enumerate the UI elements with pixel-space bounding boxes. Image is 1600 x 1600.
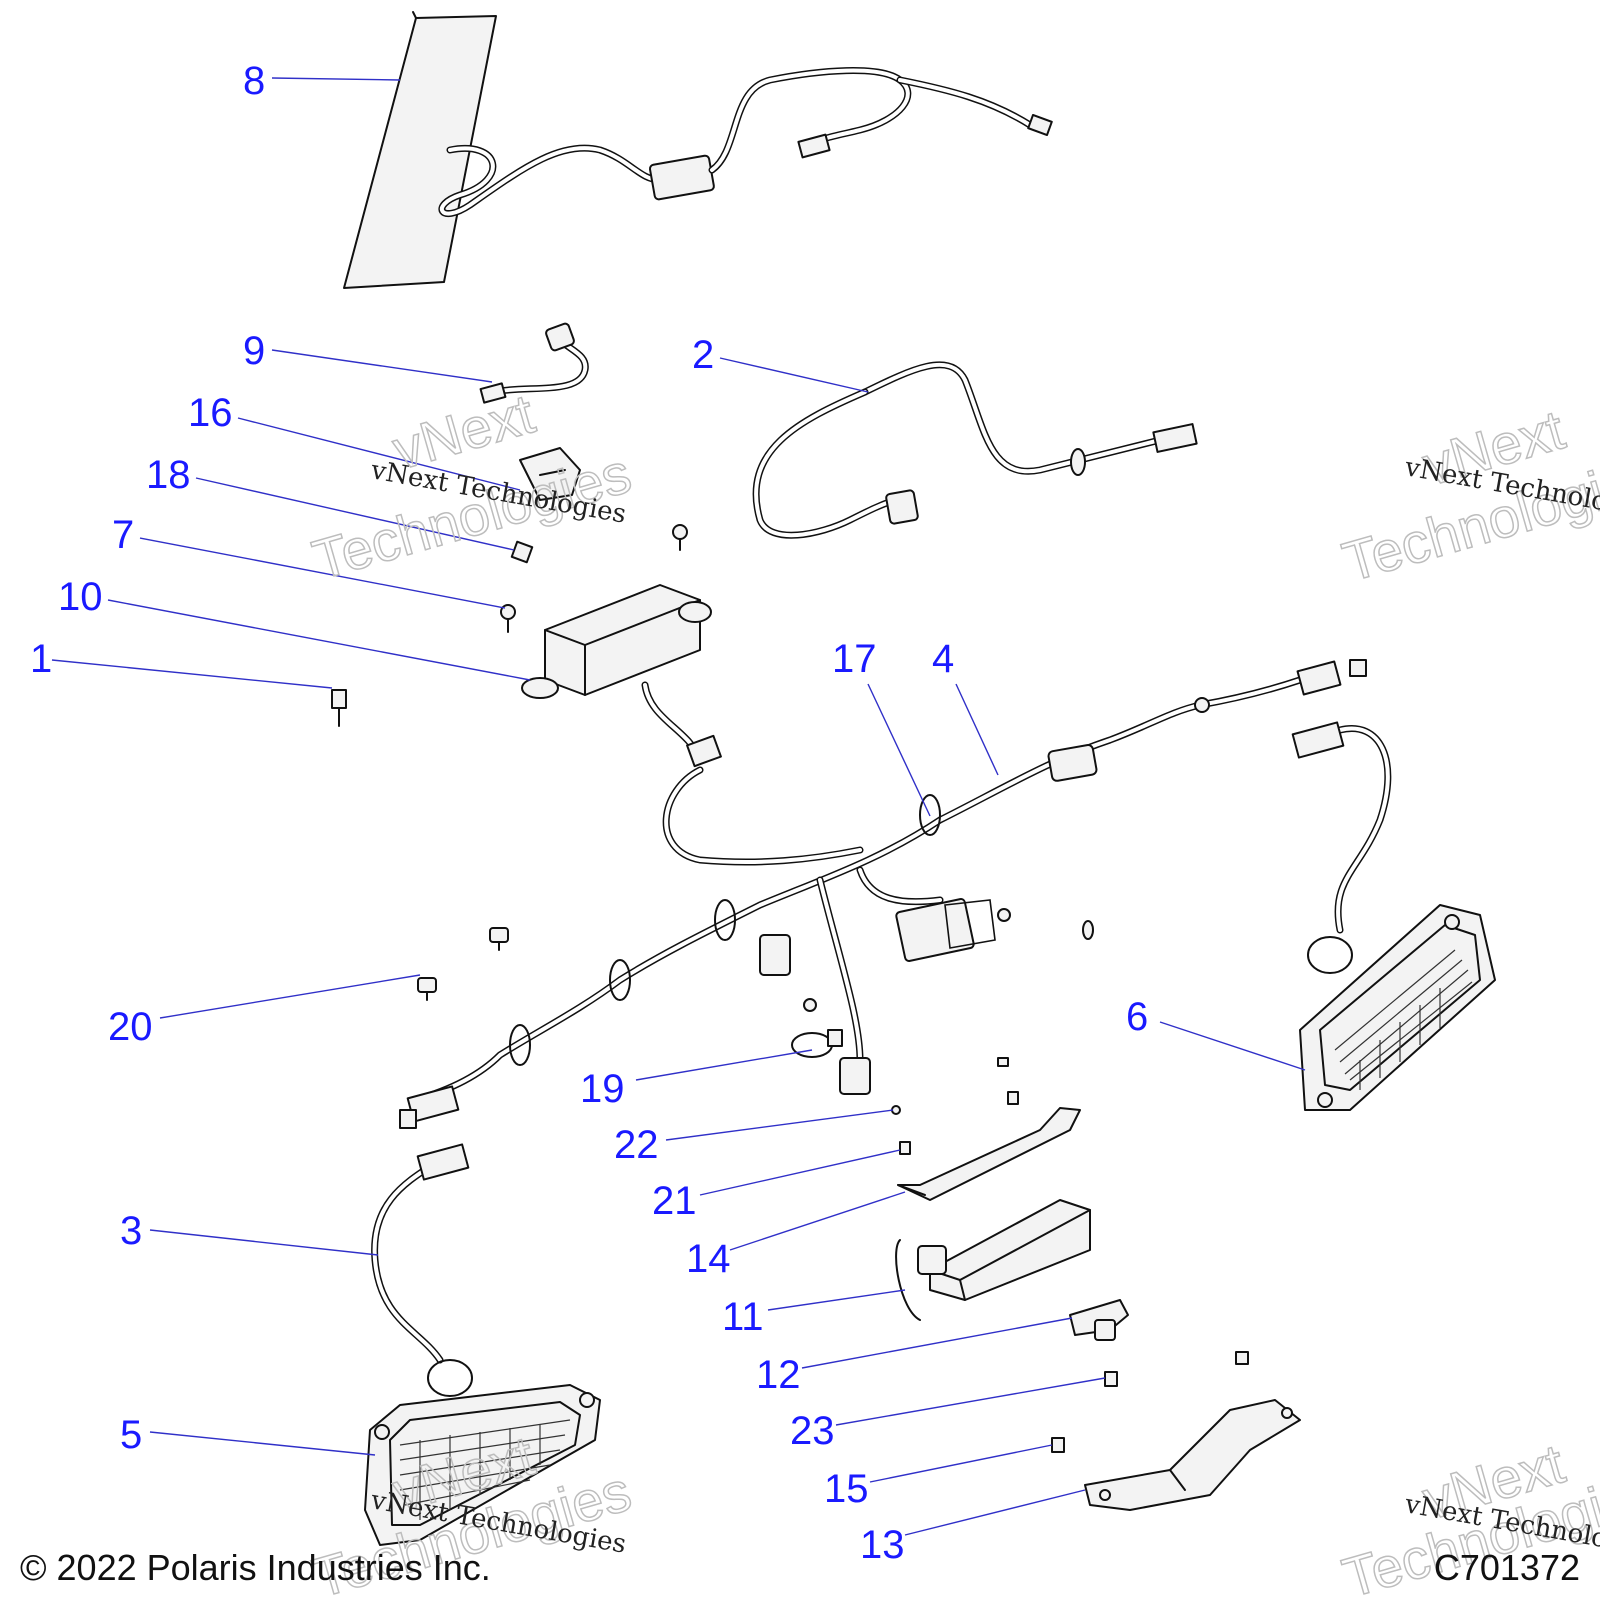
callout-2: 2	[692, 333, 714, 377]
callout-18: 18	[146, 453, 191, 497]
callout-7: 7	[112, 513, 134, 557]
copyright-notice: © 2022 Polaris Industries Inc.	[20, 1547, 491, 1588]
callout-21: 21	[652, 1179, 697, 1223]
part-20-push-pins	[417, 908, 1094, 1012]
callout-6: 6	[1126, 995, 1148, 1039]
part-22-fastener	[891, 1105, 901, 1115]
callout-20: 20	[108, 1005, 153, 1049]
part-18-fastener	[510, 540, 534, 564]
callout-14: 14	[686, 1237, 731, 1281]
callout-9: 9	[243, 329, 265, 373]
part-2-sensor-harness	[752, 361, 1198, 539]
callout-8: 8	[243, 59, 265, 103]
diagram-id: C701372	[1434, 1547, 1580, 1588]
part-16-clip	[519, 447, 581, 501]
part-4-main-harness	[399, 659, 1367, 1129]
part-21-fastener	[899, 1057, 1019, 1155]
part-14-bracket	[897, 1107, 1081, 1201]
part-1-bolt	[331, 689, 347, 727]
callout-19: 19	[580, 1067, 625, 1111]
callout-5: 5	[120, 1413, 142, 1457]
part-3-speaker-lead	[371, 1143, 473, 1397]
part-23-screw	[1104, 1351, 1249, 1387]
callout-13: 13	[860, 1523, 905, 1567]
callout-10: 10	[58, 575, 103, 619]
part-6-right-speaker	[1291, 721, 1496, 1111]
part-13-bracket-plate	[1084, 1399, 1301, 1511]
callout-16: 16	[188, 391, 233, 435]
part-12-connector	[1069, 1299, 1129, 1341]
leader-lines	[51, 77, 1306, 1536]
part-5-left-speaker	[364, 1384, 601, 1546]
part-19-cable-clamp	[791, 1029, 843, 1058]
callout-3: 3	[120, 1209, 142, 1253]
callout-17: 17	[832, 637, 877, 681]
callout-1: 1	[30, 637, 52, 681]
callout-22: 22	[614, 1123, 659, 1167]
callout-4: 4	[932, 637, 954, 681]
part-11-amplifier	[895, 1199, 1091, 1321]
callout-23: 23	[790, 1409, 835, 1453]
part-9-connector-lead	[479, 322, 589, 404]
callout-11: 11	[722, 1295, 764, 1339]
watermark-top-left: vNext Technologies vNext Technologies	[305, 381, 638, 593]
callout-15: 15	[824, 1467, 869, 1511]
callout-numbers: 8 9 2 16 18 7 10 1 17 4 20 6 19 22 21 3 …	[30, 59, 1148, 1567]
callout-12: 12	[756, 1353, 801, 1397]
watermark-top-right: vNext Technologies vNext Technologies	[1335, 397, 1600, 595]
part-10-control-module	[521, 584, 722, 768]
part-8-plate-harness	[343, 11, 1053, 289]
part-15-screw	[1051, 1437, 1065, 1453]
part-7-screw	[500, 524, 688, 633]
